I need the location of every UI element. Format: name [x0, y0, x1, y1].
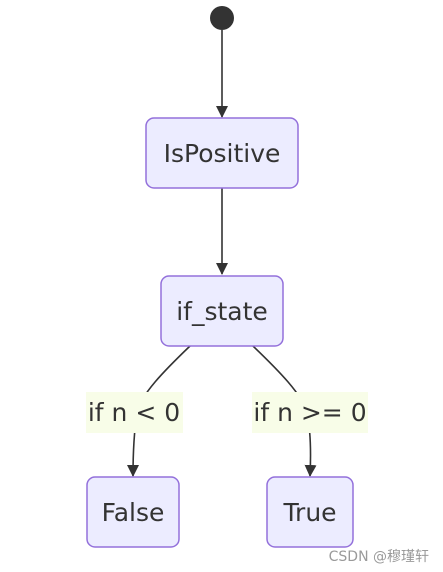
- state-false: False: [86, 476, 180, 548]
- state-if-state-label: if_state: [176, 297, 268, 326]
- edge-label-non-negative-text: if n >= 0: [253, 398, 366, 427]
- edge-label-non-negative: if n >= 0: [252, 392, 368, 433]
- state-true: True: [266, 476, 354, 548]
- state-ispositive: IsPositive: [145, 117, 299, 189]
- state-ispositive-label: IsPositive: [164, 139, 281, 168]
- watermark: CSDN @穆瑾轩: [328, 549, 429, 565]
- state-true-label: True: [282, 498, 336, 527]
- edge-label-negative-text: if n < 0: [88, 398, 180, 427]
- state-if-state: if_state: [160, 275, 284, 347]
- state-false-label: False: [102, 498, 165, 527]
- start-node: [210, 6, 234, 30]
- edge-label-negative: if n < 0: [86, 392, 183, 433]
